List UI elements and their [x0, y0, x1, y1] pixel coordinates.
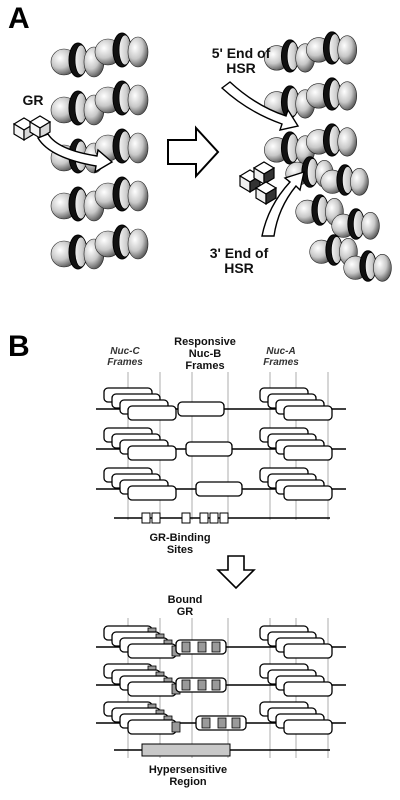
nucleosome-icon	[50, 234, 105, 270]
chromatin-fiber-upper	[264, 31, 358, 165]
bound-gr-marker	[231, 717, 241, 729]
nuc-c-frame-box	[127, 405, 177, 421]
bound-gr-marker	[211, 641, 221, 653]
histone-sphere	[127, 180, 149, 212]
bound-gr-marker	[181, 641, 191, 653]
nuc-a-frames-label: Nuc-A Frames	[263, 346, 299, 368]
bound-gr-frames-diagram	[96, 618, 346, 758]
histone-sphere	[361, 212, 380, 240]
gr-binding-site-box	[209, 512, 219, 524]
bound-gr-label: Bound GR	[167, 594, 203, 618]
nucleosome-frames-diagram	[96, 372, 346, 524]
histone-sphere	[337, 127, 358, 157]
gr-binding-site-box	[151, 512, 161, 524]
five-prime-end-arrow	[220, 81, 300, 131]
nucleosome-icon	[94, 32, 149, 68]
nuc-a-frame-box	[283, 643, 333, 659]
nucleosome-icon	[306, 123, 358, 157]
nuc-b-frame-box	[195, 481, 243, 497]
nuc-c-frame-box	[127, 643, 177, 659]
gr-cube-icon	[12, 115, 52, 142]
hypersensitive-region-bar	[141, 743, 231, 757]
nuc-c-frames-label: Nuc-C Frames	[107, 346, 143, 368]
nucleosome-icon	[320, 164, 369, 196]
panel-a-letter: A	[8, 2, 30, 35]
nucleosome-icon	[50, 90, 105, 126]
three-prime-end-arrow	[261, 170, 305, 237]
bound-gr-marker	[181, 679, 191, 691]
panel-b-letter: B	[8, 330, 30, 363]
nucleosome-icon	[295, 194, 344, 226]
gr-binding-site-box	[219, 512, 229, 524]
bound-gr-marker	[217, 717, 227, 729]
transition-arrow	[167, 125, 220, 179]
histone-sphere	[350, 168, 369, 196]
chromatin-fiber-lower	[285, 156, 392, 282]
nucleosome-icon	[331, 208, 380, 240]
bound-gr-marker	[171, 721, 181, 733]
hypersensitive-region-label: Hypersensitive Region	[148, 764, 228, 788]
gr-binding-site-box	[199, 512, 209, 524]
three-prime-end-label: 3' End of HSR	[209, 245, 269, 276]
gr-binding-sites-label: GR-Binding Sites	[149, 532, 211, 556]
gr-binding-site-box	[181, 512, 191, 524]
nucleosome-icon	[94, 80, 149, 116]
histone-sphere	[337, 81, 358, 111]
histone-sphere	[337, 35, 358, 65]
gr-binding-curved-arrow	[36, 133, 114, 174]
bound-gr-marker	[197, 641, 207, 653]
nucleosome-icon	[94, 224, 149, 260]
bound-gr-marker	[201, 717, 211, 729]
nucleosome-icon	[306, 77, 358, 111]
nuc-c-frame-box	[127, 445, 177, 461]
bound-gr-marker	[211, 679, 221, 691]
nuc-a-frame-box	[283, 405, 333, 421]
nucleosome-icon	[306, 31, 358, 65]
nuc-b-frames-label: Responsive Nuc-B Frames	[174, 336, 236, 372]
histone-sphere	[127, 132, 149, 164]
nuc-a-frame-box	[283, 445, 333, 461]
gr-label: GR	[22, 92, 44, 108]
histone-sphere	[373, 253, 392, 282]
nuc-c-frame-box	[127, 719, 177, 735]
bound-gr-marker	[197, 679, 207, 691]
histone-sphere	[127, 36, 149, 68]
histone-sphere	[127, 228, 149, 260]
gr-binding-site-box	[141, 512, 151, 524]
nuc-a-frame-box	[283, 719, 333, 735]
nuc-c-frame-box	[127, 681, 177, 697]
bound-gr-cubes-icon	[238, 161, 278, 206]
histone-sphere	[127, 84, 149, 116]
chromatin-fiber-condensed	[50, 32, 149, 270]
nuc-a-frame-box	[283, 681, 333, 697]
down-arrow	[216, 555, 256, 590]
nucleosome-icon	[343, 250, 392, 282]
nuc-b-frame-box	[177, 401, 225, 417]
five-prime-end-label: 5' End of HSR	[211, 45, 271, 76]
nucleosome-icon	[94, 176, 149, 212]
nuc-c-frame-box	[127, 485, 177, 501]
nuc-b-frame-box	[185, 441, 233, 457]
nuc-a-frame-box	[283, 485, 333, 501]
